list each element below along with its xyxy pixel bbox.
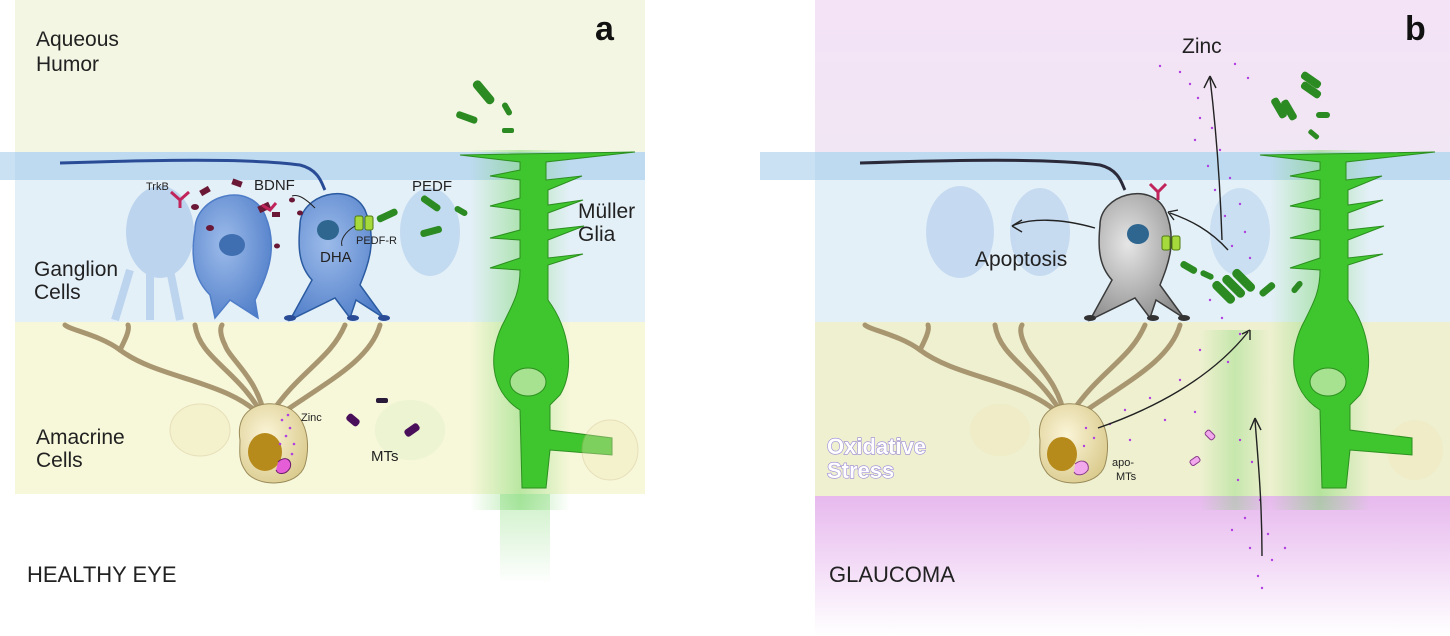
pedf-label: PEDF [412,178,452,195]
panel-b: Zinc Apoptosis Oxidative Stress apo- MTs… [760,0,1450,636]
ganglion-cells-label-line2: Cells [34,281,81,304]
oxidative-stress-label-line1: Oxidative [827,434,926,459]
trkb-receptor-icon [170,190,278,212]
apo-mts-label-line1: apo- [1112,457,1134,469]
muller-glia-glaucoma [1200,150,1436,510]
aqueous-humor-label-line1: Aqueous [36,28,119,51]
pedf-r-label: PEDF-R [356,235,397,247]
amacrine-cells-label-line1: Amacrine [36,426,125,449]
zinc-label: Zinc [301,412,322,424]
healthy-eye-caption: HEALTHY EYE [27,562,177,587]
amacrine-cell [238,403,308,484]
panel-a: Aqueous Humor Ganglion Cells Amacrine Ce… [0,0,645,587]
bdnf-arrow [291,195,316,209]
muller-glia-label-line1: Müller [578,200,635,223]
panel-b-letter: b [1405,10,1426,48]
glaucoma-caption: GLAUCOMA [829,562,955,587]
pedf-molecules [376,80,514,238]
background-ganglion-cells [111,186,460,322]
aqueous-humor-layer [15,0,645,152]
mts-label: MTs [371,448,399,465]
muller-glia-label-line2: Glia [578,223,616,246]
ganglion-cells-label-line1: Ganglion [34,258,118,281]
amacrine-cell-glaucoma [1038,403,1108,484]
trkb-label: TrkB [146,181,169,193]
zinc-label-glaucoma: Zinc [1182,35,1222,58]
flow-arrows [1011,75,1263,557]
aqueous-humor-label-line2: Humor [36,53,99,76]
amacrine-cells-label-line2: Cells [36,449,83,472]
pedf-receptor-icon [354,215,374,231]
aqueous-humor-layer-glaucoma [815,0,1450,152]
amacrine-dendrites [62,322,383,423]
lower-layer-glaucoma [815,496,1450,636]
pedf-aggregates [1180,71,1330,304]
panel-a-letter: a [595,10,615,48]
zinc-dots [1082,62,1287,590]
apoptotic-ganglion-cell [859,158,1190,322]
metallothioneins [346,398,420,437]
apoptosis-label: Apoptosis [975,248,1067,271]
dha-label: DHA [320,249,352,266]
apo-metallothioneins [1189,429,1216,467]
amacrine-dendrites-glaucoma [862,322,1183,423]
pedf-to-dha-arrow [341,225,356,247]
apo-mts-label-line2: MTs [1116,471,1137,483]
bdnf-label: BDNF [254,177,295,194]
oxidative-stress-label-line2: Stress [827,458,894,483]
background-ganglion-cells-glaucoma [926,186,1443,480]
muller-glia [459,150,636,584]
